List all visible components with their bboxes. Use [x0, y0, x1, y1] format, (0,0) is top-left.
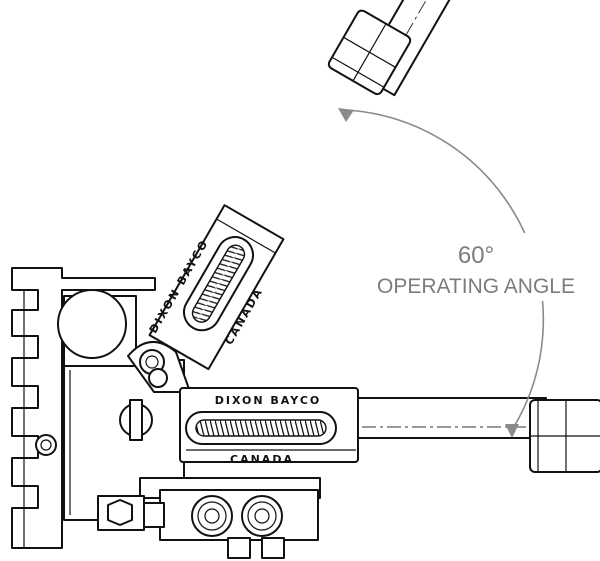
angle-value-label: 60° [458, 242, 494, 269]
valve-base [97, 477, 321, 559]
side-pin [35, 434, 57, 456]
arc-arrowhead-bottom [505, 424, 519, 438]
lowered-handle-socket [179, 387, 359, 463]
body-bolt [119, 399, 153, 441]
lowered-handle-grip [529, 399, 600, 473]
angle-caption-label: OPERATING ANGLE [377, 275, 575, 298]
arc-arrowhead-top [338, 108, 354, 122]
raised-handle-socket [148, 204, 285, 371]
port-fitting-right [241, 495, 283, 537]
port-fitting-left [191, 495, 233, 537]
lowered-handle-tube [355, 397, 547, 439]
lowered-handle-origin-text: CANADA [230, 453, 294, 466]
angle-dimension-arc [338, 108, 545, 438]
pivot-link [127, 341, 191, 393]
lowered-handle-brand-text: DIXON BAYCO [215, 394, 322, 407]
raised-handle-grip [327, 9, 412, 96]
pivot-knob [57, 289, 127, 359]
